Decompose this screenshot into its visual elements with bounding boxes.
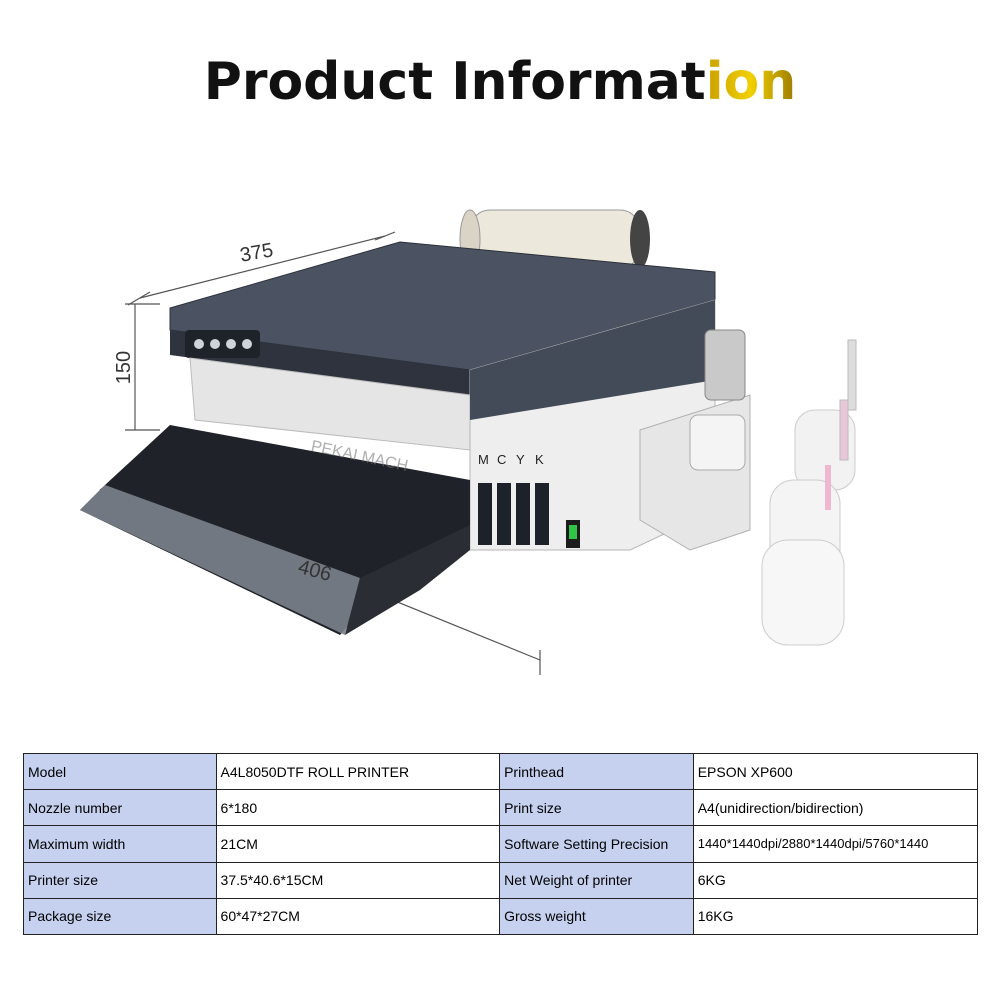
spec-value: EPSON XP600: [692, 752, 979, 791]
panel-button-icon: [242, 339, 252, 349]
panel-button-icon: [226, 339, 236, 349]
spec-label: Print size: [499, 789, 694, 827]
power-switch-indicator-icon: [569, 525, 577, 539]
ink-window-k: [535, 483, 549, 545]
spec-label: Nozzle number: [23, 789, 217, 827]
table-row: Package size 60*47*27CM Gross weight 16K…: [23, 897, 979, 936]
power-button-icon: [194, 339, 204, 349]
spec-value: 1440*1440dpi/2880*1440dpi/5760*1440: [692, 825, 979, 863]
ink-label-m: M: [478, 452, 489, 467]
page-title-accent: ion: [705, 52, 797, 112]
height-dimension-label: 150: [113, 350, 136, 385]
table-row: Nozzle number 6*180 Print size A4(unidir…: [23, 789, 979, 827]
printer-illustration: [80, 209, 857, 675]
table-row: Maximum width 21CM Software Setting Prec…: [23, 825, 979, 863]
table-row: Printer size 37.5*40.6*15CM Net Weight o…: [23, 861, 979, 899]
width-dimension-line: [139, 235, 386, 299]
spec-label: Model: [23, 752, 217, 791]
ink-pump: [704, 329, 746, 401]
spec-value: 6*180: [215, 789, 501, 827]
ink-label-c: C: [497, 452, 507, 467]
refill-bottles: [761, 339, 857, 646]
ink-label-y: Y: [516, 452, 525, 467]
spec-label: Package size: [23, 897, 217, 936]
spec-label: Maximum width: [23, 825, 217, 863]
ink-window-c: [497, 483, 511, 545]
spec-value: 6KG: [692, 861, 979, 899]
spec-label: Software Setting Precision: [499, 825, 694, 863]
ink-label-k: K: [535, 452, 544, 467]
spec-table: Model A4L8050DTF ROLL PRINTER Printhead …: [23, 752, 979, 936]
page-title: Product Information: [0, 52, 1000, 112]
spec-value: 21CM: [215, 825, 501, 863]
table-row: Model A4L8050DTF ROLL PRINTER Printhead …: [23, 752, 979, 791]
panel-button-icon: [210, 339, 220, 349]
spec-value: A4(unidirection/bidirection): [692, 789, 979, 827]
ink-window-y: [516, 483, 530, 545]
control-panel: [185, 330, 260, 358]
spec-label: Gross weight: [499, 897, 694, 936]
ink-window-m: [478, 483, 492, 545]
spec-value: 60*47*27CM: [215, 897, 501, 936]
spec-value: 16KG: [692, 897, 979, 936]
page-title-main: Product Informat: [203, 52, 706, 112]
waste-ink-bottle: [689, 414, 746, 471]
spec-label: Printhead: [499, 752, 694, 791]
spec-value: A4L8050DTF ROLL PRINTER: [215, 752, 501, 791]
spec-label: Printer size: [23, 861, 217, 899]
spec-value: 37.5*40.6*15CM: [215, 861, 501, 899]
spec-label: Net Weight of printer: [499, 861, 694, 899]
